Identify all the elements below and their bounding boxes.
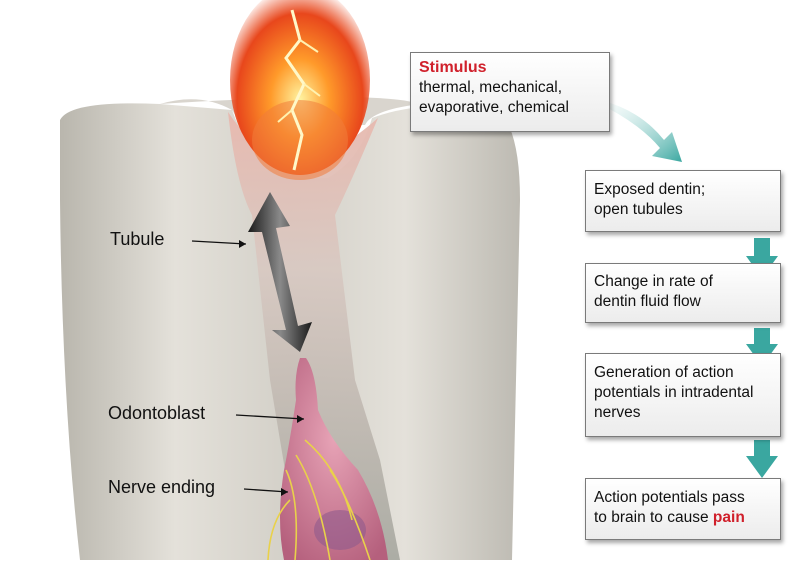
label-tubule: Tubule: [110, 229, 164, 250]
step-fluid-flow: Change in rate of dentin fluid flow: [585, 263, 781, 323]
step1-line-1: Exposed dentin;: [594, 180, 772, 200]
step-action-potentials: Generation of action potentials in intra…: [585, 353, 781, 437]
pain-word: pain: [713, 509, 745, 526]
stimulus-title: Stimulus: [419, 58, 601, 78]
step4-line-2-text: to brain to cause: [594, 509, 713, 526]
step3-line-1: Generation of action: [594, 363, 772, 383]
label-odontoblast: Odontoblast: [108, 403, 205, 424]
flow-arrow-4: [746, 440, 778, 478]
step2-line-1: Change in rate of: [594, 272, 772, 292]
step1-line-2: open tubules: [594, 200, 772, 220]
flow-arrow-1: [600, 100, 682, 162]
step-brain-pain: Action potentials pass to brain to cause…: [585, 478, 781, 540]
step3-line-2: potentials in intradental: [594, 383, 772, 403]
label-nerve-ending: Nerve ending: [108, 477, 215, 498]
step-exposed-dentin: Exposed dentin; open tubules: [585, 170, 781, 232]
step4-line-2: to brain to cause pain: [594, 508, 772, 528]
stimulus-line-2: evaporative, chemical: [419, 98, 601, 118]
step2-line-2: dentin fluid flow: [594, 292, 772, 312]
stimulus-box: Stimulus thermal, mechanical, evaporativ…: [410, 52, 610, 132]
stimulus-line-1: thermal, mechanical,: [419, 78, 601, 98]
step4-line-1: Action potentials pass: [594, 488, 772, 508]
step3-line-3: nerves: [594, 403, 772, 423]
